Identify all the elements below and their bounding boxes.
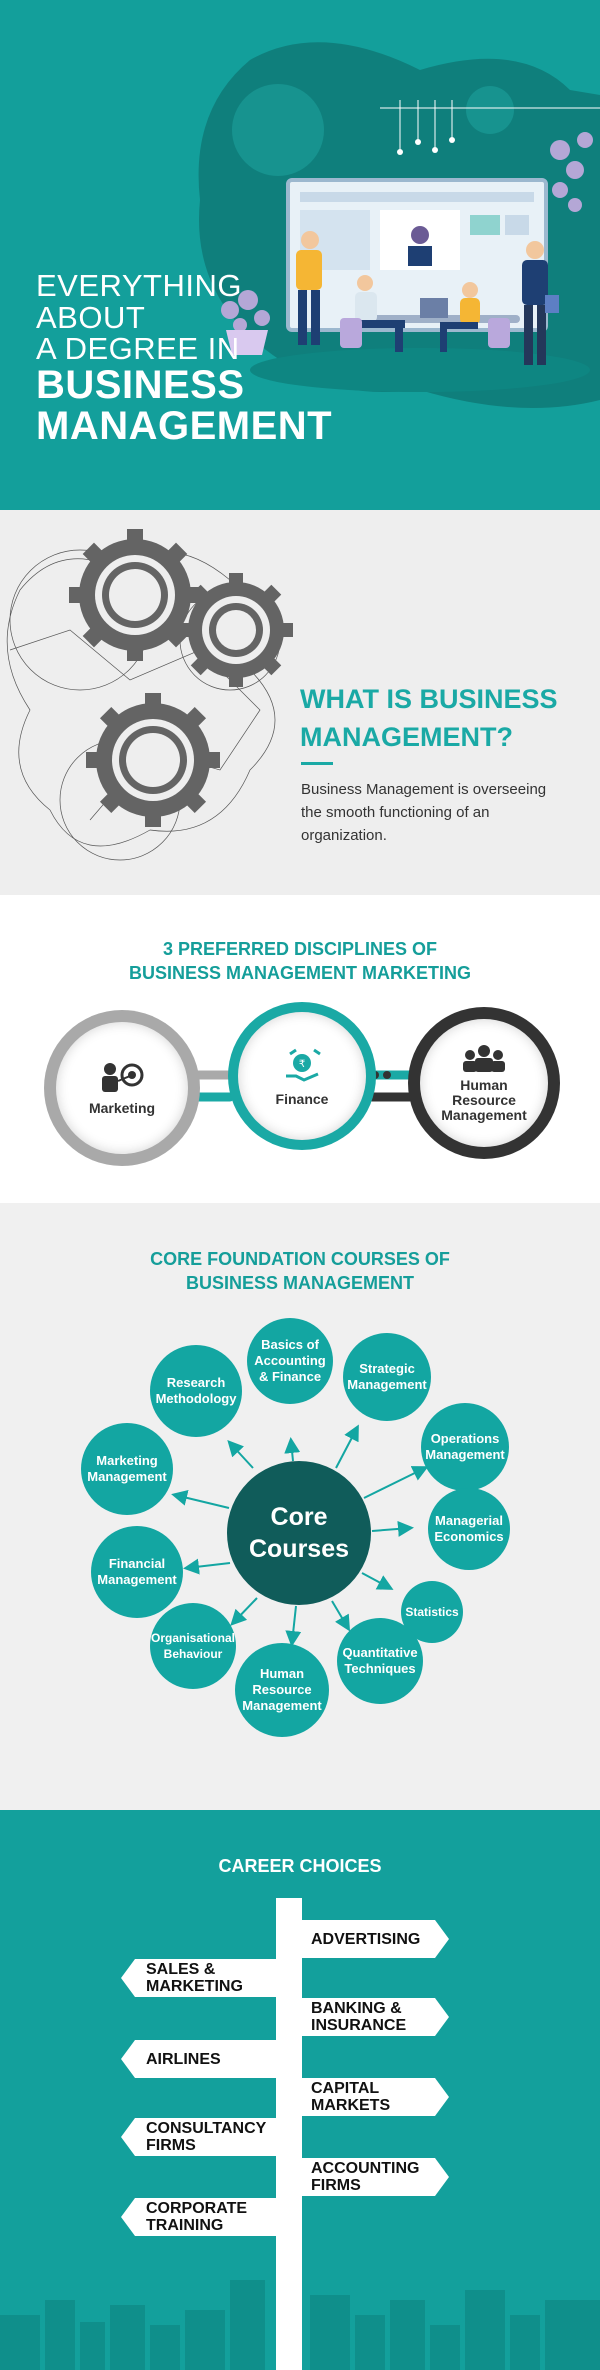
people-group-icon xyxy=(463,1044,505,1072)
course-quantitative-techniques: Quantitative Techniques xyxy=(337,1618,423,1704)
discipline-finance: ₹ Finance xyxy=(238,1012,366,1140)
course-managerial-economics: Managerial Economics xyxy=(428,1488,510,1570)
disciplines-heading-line2: BUSINESS MANAGEMENT MARKETING xyxy=(128,963,471,983)
disciplines-heading: 3 PREFERRED DISCIPLINES OF BUSINESS MANA… xyxy=(0,937,600,985)
core-courses-center: Core Courses xyxy=(227,1461,371,1605)
sign-accounting-firms: ACCOUNTING FIRMS xyxy=(276,2158,449,2196)
city-skyline xyxy=(0,2280,600,2370)
sign-airlines: AIRLINES xyxy=(121,2040,302,2078)
core-heading: CORE FOUNDATION COURSES OF BUSINESS MANA… xyxy=(0,1247,600,1295)
course-accounting-finance: Basics of Accounting & Finance xyxy=(247,1318,333,1404)
core-heading-line2: BUSINESS MANAGEMENT xyxy=(185,1273,414,1293)
course-operations-management: Operations Management xyxy=(421,1403,509,1491)
sign-corporate-training: CORPORATE TRAINING xyxy=(121,2198,302,2236)
core-courses-section: CORE FOUNDATION COURSES OF BUSINESS MANA… xyxy=(0,1203,600,1810)
hero-section: EVERYTHING ABOUT A DEGREE IN BUSINESS MA… xyxy=(0,0,600,510)
discipline-marketing: Marketing xyxy=(56,1022,188,1154)
sign-capital-markets: CAPITAL MARKETS xyxy=(276,2078,449,2116)
sign-consultancy-firms: CONSULTANCY FIRMS xyxy=(121,2118,302,2156)
discipline-label-finance: Finance xyxy=(275,1090,329,1107)
gears-icon xyxy=(6,529,293,861)
disciplines-heading-line1: 3 PREFERRED DISCIPLINES OF xyxy=(162,939,438,959)
svg-text:₹: ₹ xyxy=(299,1059,305,1070)
what-is-description: Business Management is overseeing the sm… xyxy=(301,781,547,844)
course-strategic-management: Strategic Management xyxy=(343,1333,431,1421)
discipline-hr: Human Resource Management xyxy=(420,1019,548,1147)
course-financial-management: Financial Management xyxy=(91,1526,183,1618)
discipline-label-hr: Human Resource Management xyxy=(441,1076,527,1123)
career-section: CAREER CHOICES ADVERTISING SALES & MARKE… xyxy=(0,1810,600,2370)
hero-title-line5: MANAGEMENT xyxy=(36,403,333,448)
hero-title-line4: BUSINESS xyxy=(36,362,245,407)
money-hand-icon: ₹ xyxy=(286,1048,321,1082)
what-is-heading: WHAT IS BUSINESS MANAGEMENT? xyxy=(300,684,558,752)
sign-advertising: ADVERTISING xyxy=(276,1920,449,1958)
course-human-resource-management: Human Resource Management xyxy=(235,1643,329,1737)
course-marketing-management: Marketing Management xyxy=(81,1423,173,1515)
course-research-methodology: Research Methodology xyxy=(150,1345,242,1437)
hero-title: EVERYTHING ABOUT A DEGREE IN BUSINESS MA… xyxy=(36,270,332,446)
hero-title-line3: A DEGREE IN xyxy=(36,331,240,367)
course-organisational-behaviour: Organisational Behaviour xyxy=(150,1603,236,1689)
core-heading-line1: CORE FOUNDATION COURSES OF xyxy=(150,1249,450,1269)
what-is-section: WHAT IS BUSINESS MANAGEMENT? Business Ma… xyxy=(0,510,600,895)
heading-underline xyxy=(301,762,333,765)
disciplines-section: 3 PREFERRED DISCIPLINES OF BUSINESS MANA… xyxy=(0,895,600,1203)
sign-banking-insurance: BANKING & INSURANCE xyxy=(276,1998,449,2036)
hero-title-line1: EVERYTHING xyxy=(36,268,242,303)
office-meeting-illustration xyxy=(198,42,600,408)
career-heading: CAREER CHOICES xyxy=(218,1856,382,1876)
discipline-label-marketing: Marketing xyxy=(88,1099,156,1116)
hero-title-line2: ABOUT xyxy=(36,299,146,335)
course-arrows xyxy=(171,1424,429,1647)
target-presenter-icon xyxy=(102,1062,144,1092)
sign-sales-marketing: SALES & MARKETING xyxy=(121,1959,302,1997)
